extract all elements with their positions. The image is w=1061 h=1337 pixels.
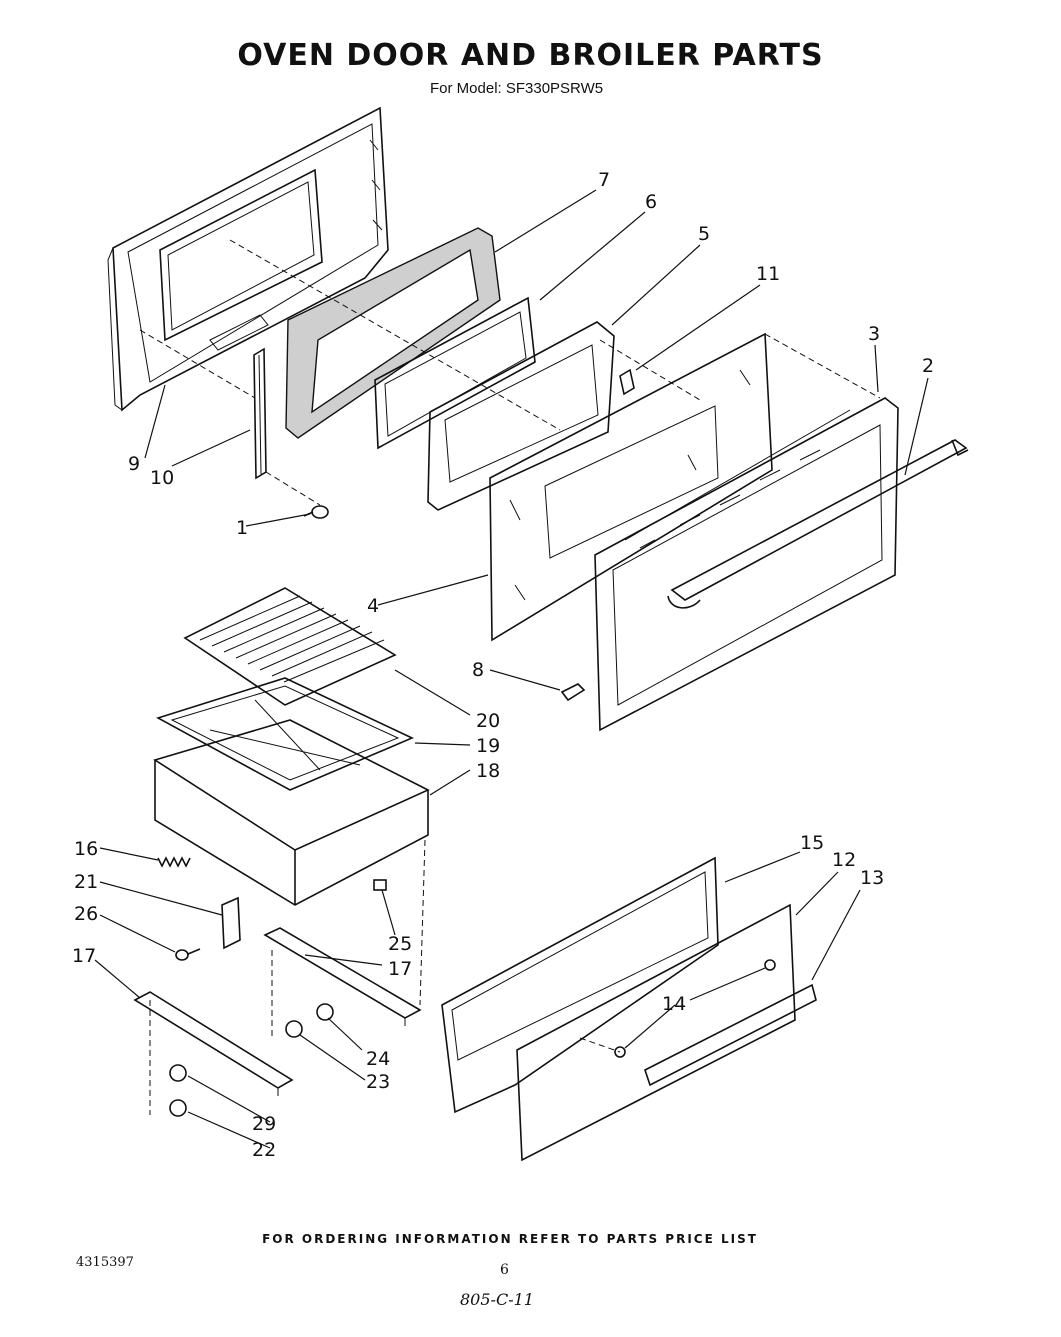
callout-24: 24 — [366, 1048, 390, 1070]
rail-roller-23 — [285, 1020, 303, 1038]
callout-13: 13 — [860, 867, 884, 889]
callout-2: 2 — [922, 355, 934, 377]
door-insulation — [285, 227, 501, 439]
broiler-roller — [373, 879, 387, 891]
callout-12: 12 — [832, 849, 856, 871]
model-subtitle: For Model: SF330PSRW5 — [430, 80, 604, 97]
callout-21: 21 — [74, 871, 98, 893]
callout-6: 6 — [645, 191, 657, 213]
callout-22: 22 — [252, 1139, 276, 1161]
page-number: 6 — [500, 1262, 509, 1278]
broiler-rail-left — [133, 991, 294, 1096]
screw-26 — [175, 948, 201, 961]
screws-14 — [614, 959, 776, 1058]
callout-4: 4 — [367, 595, 379, 617]
callout-23: 23 — [366, 1071, 390, 1093]
broiler-pan — [153, 719, 430, 906]
inner-door-panel — [107, 106, 389, 412]
callout-19: 19 — [476, 735, 500, 757]
outer-door-glass — [489, 332, 773, 642]
rail-roller-22 — [169, 1099, 187, 1117]
rail-roller-29 — [169, 1064, 187, 1082]
broiler-door-outer-panel — [516, 903, 796, 1162]
leader-lines — [94, 189, 929, 1149]
callout-10: 10 — [150, 467, 174, 489]
broiler-pan-insert — [155, 677, 414, 791]
broiler-door-inner-panel — [441, 856, 719, 1114]
callout-7: 7 — [598, 169, 610, 191]
door-handle — [667, 439, 969, 609]
document-number: 4315397 — [76, 1255, 134, 1270]
callout-17-left: 17 — [72, 945, 96, 967]
outer-door-frame — [594, 397, 899, 732]
callout-18: 18 — [476, 760, 500, 782]
glass-frame — [427, 321, 615, 511]
callout-20: 20 — [476, 710, 500, 732]
callout-15: 15 — [800, 832, 824, 854]
callout-9: 9 — [128, 453, 140, 475]
broiler-spring — [157, 856, 191, 868]
broiler-door-handle — [644, 983, 817, 1087]
glass-clip — [619, 368, 635, 396]
broiler-rail-right — [263, 927, 422, 1026]
handwritten-note: 805-C-11 — [460, 1290, 534, 1309]
callout-25: 25 — [388, 933, 412, 955]
callout-14: 14 — [662, 993, 686, 1015]
callout-16: 16 — [74, 838, 98, 860]
callout-8: 8 — [472, 659, 484, 681]
callout-1: 1 — [236, 517, 248, 539]
callout-3: 3 — [868, 323, 880, 345]
callout-17-right: 17 — [388, 958, 412, 980]
ordering-note: FOR ORDERING INFORMATION REFER TO PARTS … — [262, 1232, 758, 1246]
hinge-pin — [560, 683, 586, 702]
callout-11: 11 — [756, 263, 780, 285]
screw-1 — [303, 505, 329, 519]
glass-retainer — [374, 296, 536, 450]
page-title: OVEN DOOR AND BROILER PARTS — [237, 38, 824, 73]
callout-26: 26 — [74, 903, 98, 925]
broiler-grid — [183, 587, 397, 706]
broiler-bracket — [221, 896, 241, 950]
callout-29: 29 — [252, 1113, 276, 1135]
door-gasket-strip — [253, 347, 267, 480]
callout-5: 5 — [698, 223, 710, 245]
alignment-lines — [139, 239, 881, 1115]
rail-roller-24 — [316, 1003, 334, 1021]
